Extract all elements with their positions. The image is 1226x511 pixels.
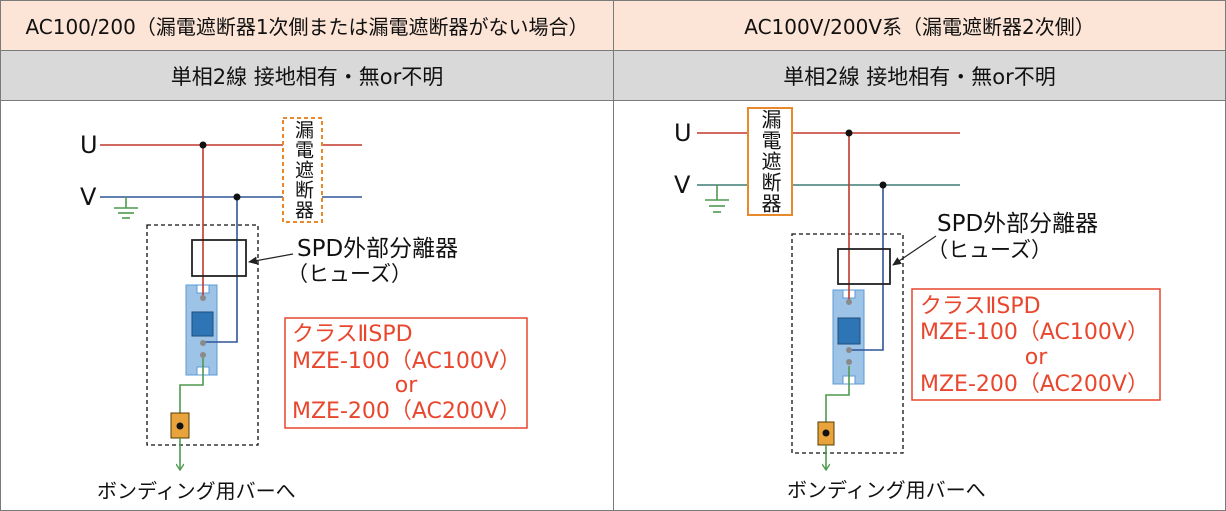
- left-header-text: AC100/200（漏電遮断器1次側または漏電遮断器がない場合）: [25, 15, 589, 39]
- left-column-header: AC100/200（漏電遮断器1次側または漏電遮断器がない場合）: [0, 0, 614, 51]
- right-subheader-text: 単相2線 接地相有・無or不明: [783, 64, 1056, 89]
- right-diagram-cell: [613, 100, 1226, 511]
- right-column-subheader: 単相2線 接地相有・無or不明: [613, 50, 1226, 101]
- left-subheader-text: 単相2線 接地相有・無or不明: [170, 64, 444, 89]
- right-column-header: AC100V/200V系（漏電遮断器2次側）: [613, 0, 1226, 51]
- right-breaker-label: 漏電遮断器: [758, 109, 782, 214]
- left-breaker-label: 漏電遮断器: [292, 120, 314, 220]
- left-column-subheader: 単相2線 接地相有・無or不明: [0, 50, 614, 101]
- right-header-text: AC100V/200V系（漏電遮断器2次側）: [744, 15, 1095, 39]
